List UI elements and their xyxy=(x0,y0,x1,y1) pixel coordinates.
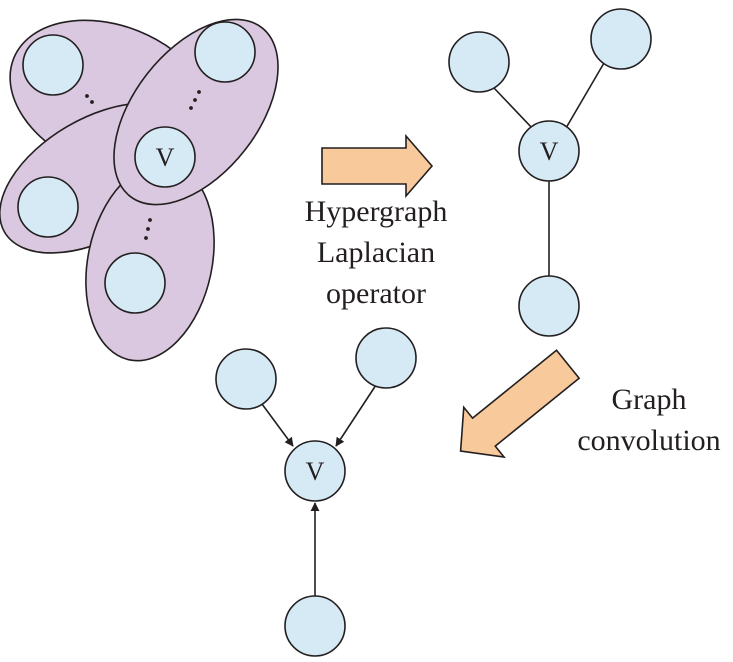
graph-node-center xyxy=(518,120,580,182)
hypergraph-node-center xyxy=(134,126,196,188)
step1-caption: Hypergraph Laplacian operator xyxy=(305,195,448,310)
ellipsis-dots-upper-left xyxy=(85,94,94,104)
ellipsis-dots-upper-right xyxy=(189,90,201,110)
convolved-node-center xyxy=(284,440,346,502)
convolved-edge-top-right xyxy=(335,384,377,447)
hypergraph-center-label: V xyxy=(156,143,175,172)
graph-node-top-left xyxy=(448,31,510,93)
convolved-node-top-left xyxy=(215,348,277,410)
graph-edge-top-left xyxy=(493,87,534,130)
graph-node-top-right xyxy=(590,8,652,70)
hypergraph-node-top-left xyxy=(22,34,84,96)
hypergraph-node-left xyxy=(17,176,79,238)
convolved-node-top-right xyxy=(355,327,417,389)
step1-caption-line3: operator xyxy=(326,277,426,310)
hypergraph: V xyxy=(0,18,279,362)
step2-caption: Graph convolution xyxy=(577,383,720,457)
step1-caption-line2: Laplacian xyxy=(317,236,435,269)
graph: V xyxy=(448,8,652,337)
ellipsis-dots-lower xyxy=(144,218,152,240)
convolved-node-bottom xyxy=(284,595,346,657)
right-arrow xyxy=(321,133,434,199)
graph-edge-top-right xyxy=(565,62,605,129)
convolved-graph: V xyxy=(215,327,417,657)
graph-center-label: V xyxy=(540,137,559,166)
hypergraph-node-bottom xyxy=(104,252,166,314)
convolved-center-label: V xyxy=(306,457,325,486)
diagonal-arrow xyxy=(459,349,581,459)
step1-caption-line1: Hypergraph xyxy=(305,195,448,228)
step2-caption-line1: Graph xyxy=(612,383,687,416)
convolved-edge-top-left xyxy=(261,403,294,447)
hypergraph-node-top-right xyxy=(194,21,256,83)
graph-node-bottom xyxy=(518,275,580,337)
step2-caption-line2: convolution xyxy=(577,424,720,457)
